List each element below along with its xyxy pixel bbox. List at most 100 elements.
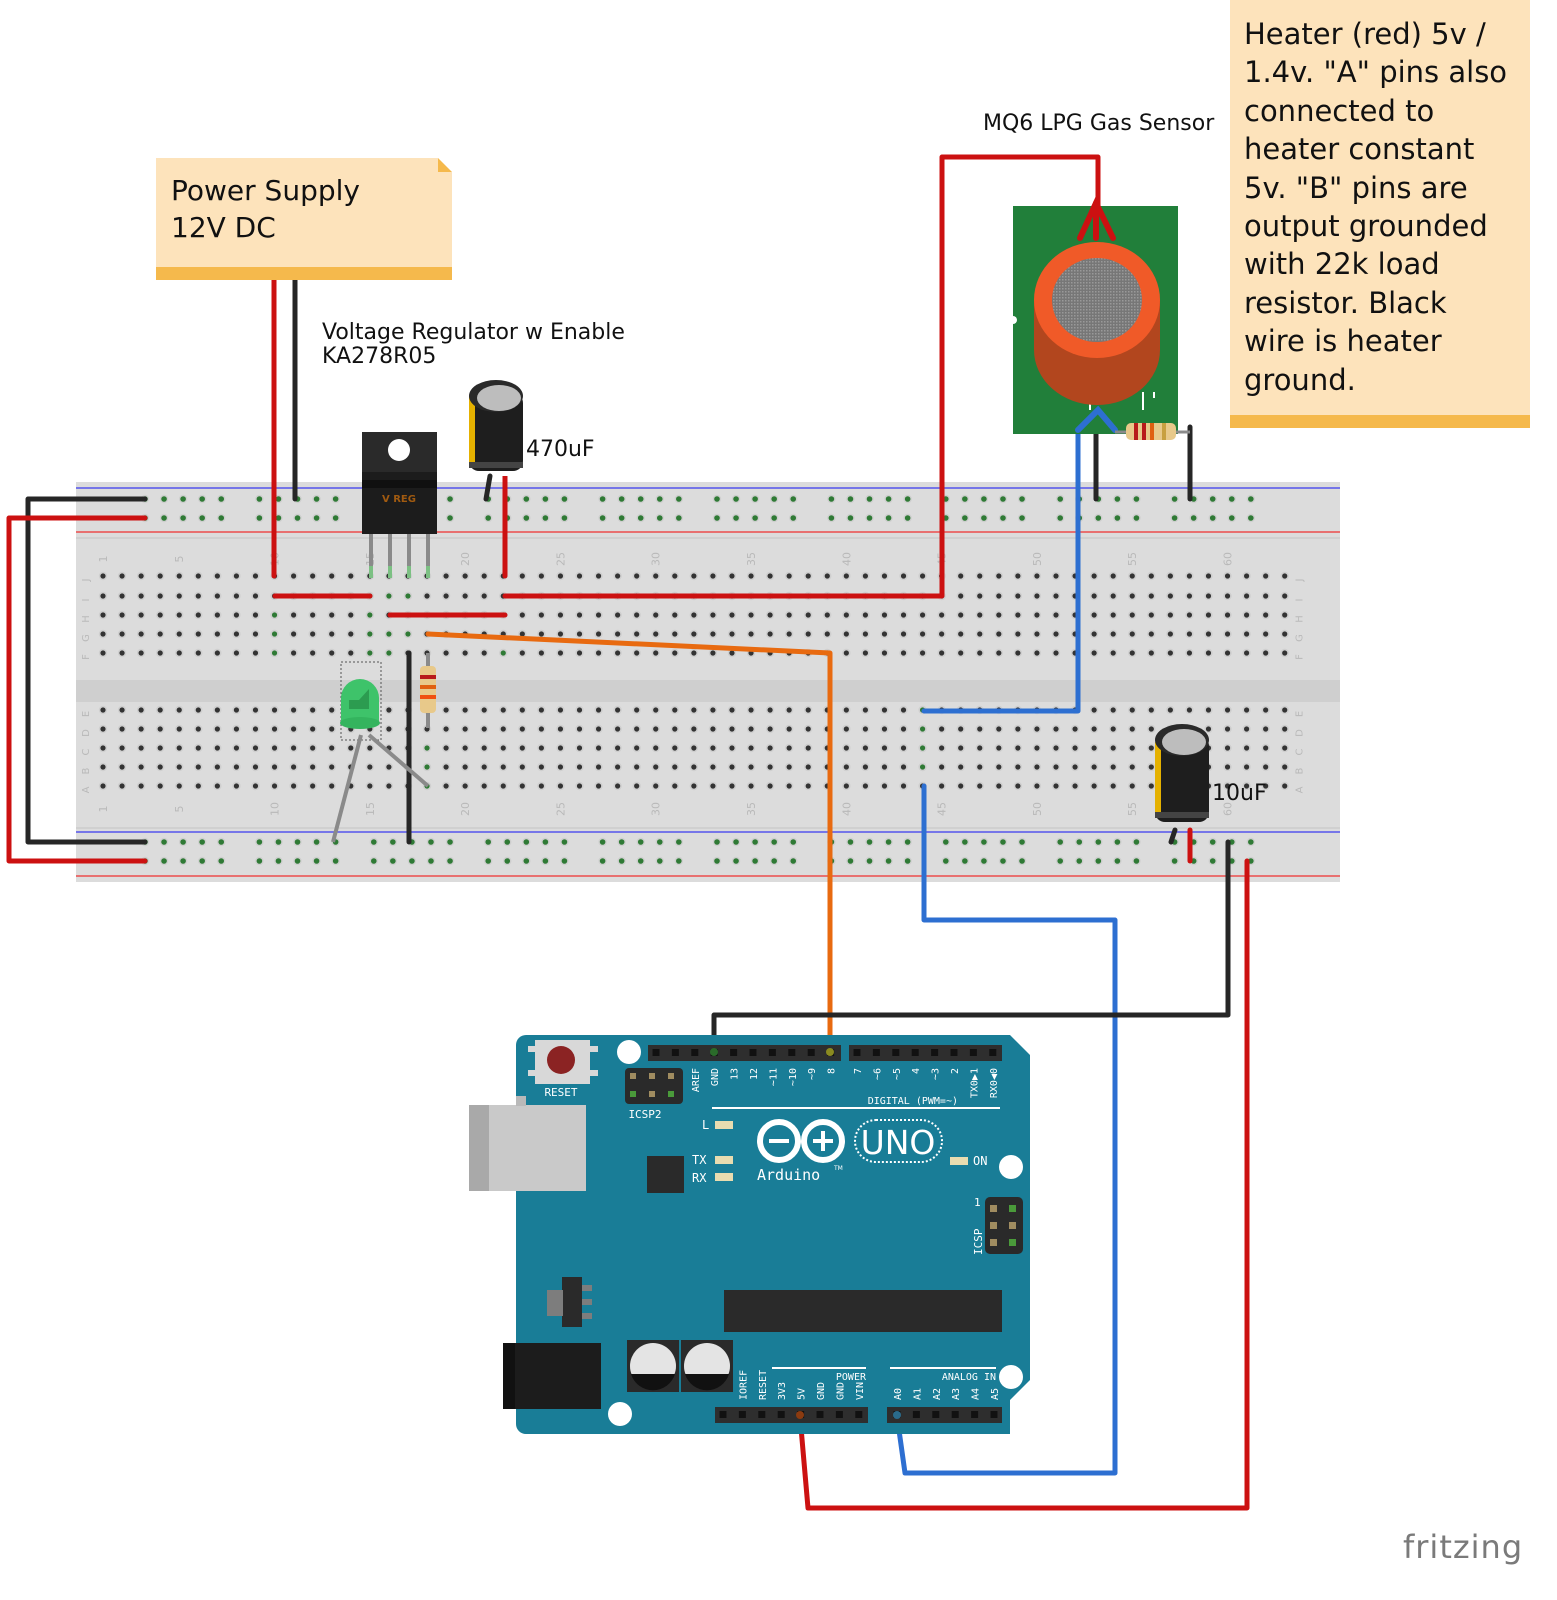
hole-center	[538, 650, 544, 656]
wire-black-left-rail-loop[interactable]	[25, 496, 148, 845]
hole-center	[271, 783, 278, 789]
header-pin[interactable]	[691, 1049, 699, 1056]
hole-center	[672, 783, 678, 789]
analog-pin-label: A4	[971, 1388, 982, 1400]
mq6-gas-sensor[interactable]	[1009, 195, 1190, 440]
header-pin[interactable]	[719, 1411, 727, 1418]
hole-center	[138, 764, 144, 770]
header-pin[interactable]	[777, 1411, 785, 1418]
hole-center	[595, 764, 602, 770]
hole-center	[1282, 573, 1288, 579]
resistor-led-body	[420, 666, 436, 713]
header-pin[interactable]	[989, 1049, 997, 1056]
wire-blue-sensor-output[interactable]	[921, 424, 1081, 714]
header-pin[interactable]	[853, 1049, 861, 1056]
header-pin[interactable]	[758, 1411, 766, 1418]
hole-center	[119, 593, 125, 599]
header-pin[interactable]	[892, 1049, 900, 1056]
hole-center	[1015, 783, 1021, 789]
header-pin[interactable]	[835, 1411, 843, 1418]
led-green[interactable]	[331, 661, 430, 843]
header-pin[interactable]	[652, 1049, 660, 1056]
header-pin[interactable]	[951, 1411, 959, 1418]
header-pin[interactable]	[788, 1049, 796, 1056]
hole-center	[1129, 726, 1135, 732]
capacitor-10uf[interactable]	[1155, 724, 1209, 822]
header-pin[interactable]	[738, 1411, 746, 1418]
header-pin[interactable]	[807, 1049, 815, 1056]
header-pin[interactable]	[671, 1049, 679, 1056]
hole-center	[1186, 650, 1193, 656]
reset-button[interactable]	[528, 1040, 598, 1084]
analog-pin-label: A0	[893, 1388, 904, 1400]
resistor-led[interactable]	[420, 653, 436, 728]
analog-label: ANALOG IN	[942, 1372, 996, 1383]
header-pin[interactable]	[990, 1411, 998, 1418]
led-tx-label: TX	[692, 1153, 707, 1167]
hole-center	[1053, 764, 1059, 770]
header-pin[interactable]	[969, 1049, 977, 1056]
hole-center	[500, 707, 506, 713]
hole-center	[958, 612, 964, 618]
header-pin[interactable]	[932, 1411, 940, 1418]
column-number: 20	[459, 802, 472, 816]
led-l	[715, 1121, 733, 1129]
hole-center	[329, 631, 335, 637]
wire-red-arduino-5v[interactable]	[797, 858, 1250, 1511]
wire-orange-signal-d8[interactable]	[425, 631, 833, 1055]
dc-power-jack[interactable]	[503, 1343, 601, 1409]
column-number: 1	[97, 556, 110, 563]
capacitor-470uf[interactable]	[469, 380, 523, 520]
hole-center	[900, 745, 907, 751]
hole-center	[919, 650, 926, 656]
wire-black-arduino-gnd[interactable]	[711, 839, 1231, 1055]
hole-center	[500, 745, 506, 751]
header-pin[interactable]	[730, 1049, 738, 1056]
header-pin[interactable]	[816, 1411, 824, 1418]
header-pin[interactable]	[950, 1049, 958, 1056]
header-pin[interactable]	[911, 1049, 919, 1056]
hole-center	[291, 745, 297, 751]
header-pin[interactable]	[872, 1049, 880, 1056]
hole-center	[523, 858, 530, 864]
wire-red-5v-to-sensor[interactable]	[502, 154, 1101, 599]
hole-center	[786, 726, 792, 732]
hole-center	[443, 593, 449, 599]
header-pin[interactable]	[971, 1411, 979, 1418]
hole-center	[900, 764, 907, 770]
hole-center	[161, 839, 167, 845]
hole-center	[100, 707, 106, 713]
hole-center	[977, 726, 983, 732]
hole-center	[1186, 612, 1193, 618]
hole-center	[881, 764, 888, 770]
hole-center	[252, 745, 259, 751]
hole-center	[1019, 839, 1025, 845]
wire-blue-to-a0[interactable]	[894, 783, 1118, 1476]
header-pin[interactable]	[931, 1049, 939, 1056]
wire-red-left-rail-loop[interactable]	[6, 515, 148, 864]
hole-center	[710, 631, 716, 637]
column-number: 50	[1031, 802, 1044, 816]
load-resistor-22k[interactable]	[1126, 423, 1176, 440]
hole-center	[958, 726, 964, 732]
hole-center	[386, 783, 392, 789]
hole-center	[1282, 593, 1288, 599]
header-pin[interactable]	[912, 1411, 920, 1418]
wire-black-cap-10-negative[interactable]	[1168, 827, 1178, 845]
hole-center	[538, 573, 544, 579]
hole-center	[291, 707, 297, 713]
hole-center	[367, 745, 373, 751]
header-pin[interactable]	[768, 1049, 776, 1056]
hole-center	[1205, 726, 1212, 732]
note-heater[interactable]: Heater (red) 5v / 1.4v. "A" pins also co…	[1230, 0, 1530, 428]
hole-center	[313, 858, 320, 864]
hole-center	[1263, 707, 1269, 713]
hole-center	[233, 745, 240, 751]
header-pin[interactable]	[855, 1411, 863, 1418]
note-power-supply[interactable]: Power Supply 12V DC	[156, 158, 452, 280]
hole-center	[233, 631, 240, 637]
hole-center	[885, 496, 892, 502]
header-pin[interactable]	[749, 1049, 757, 1056]
voltage-regulator[interactable]: V REG	[362, 432, 437, 578]
